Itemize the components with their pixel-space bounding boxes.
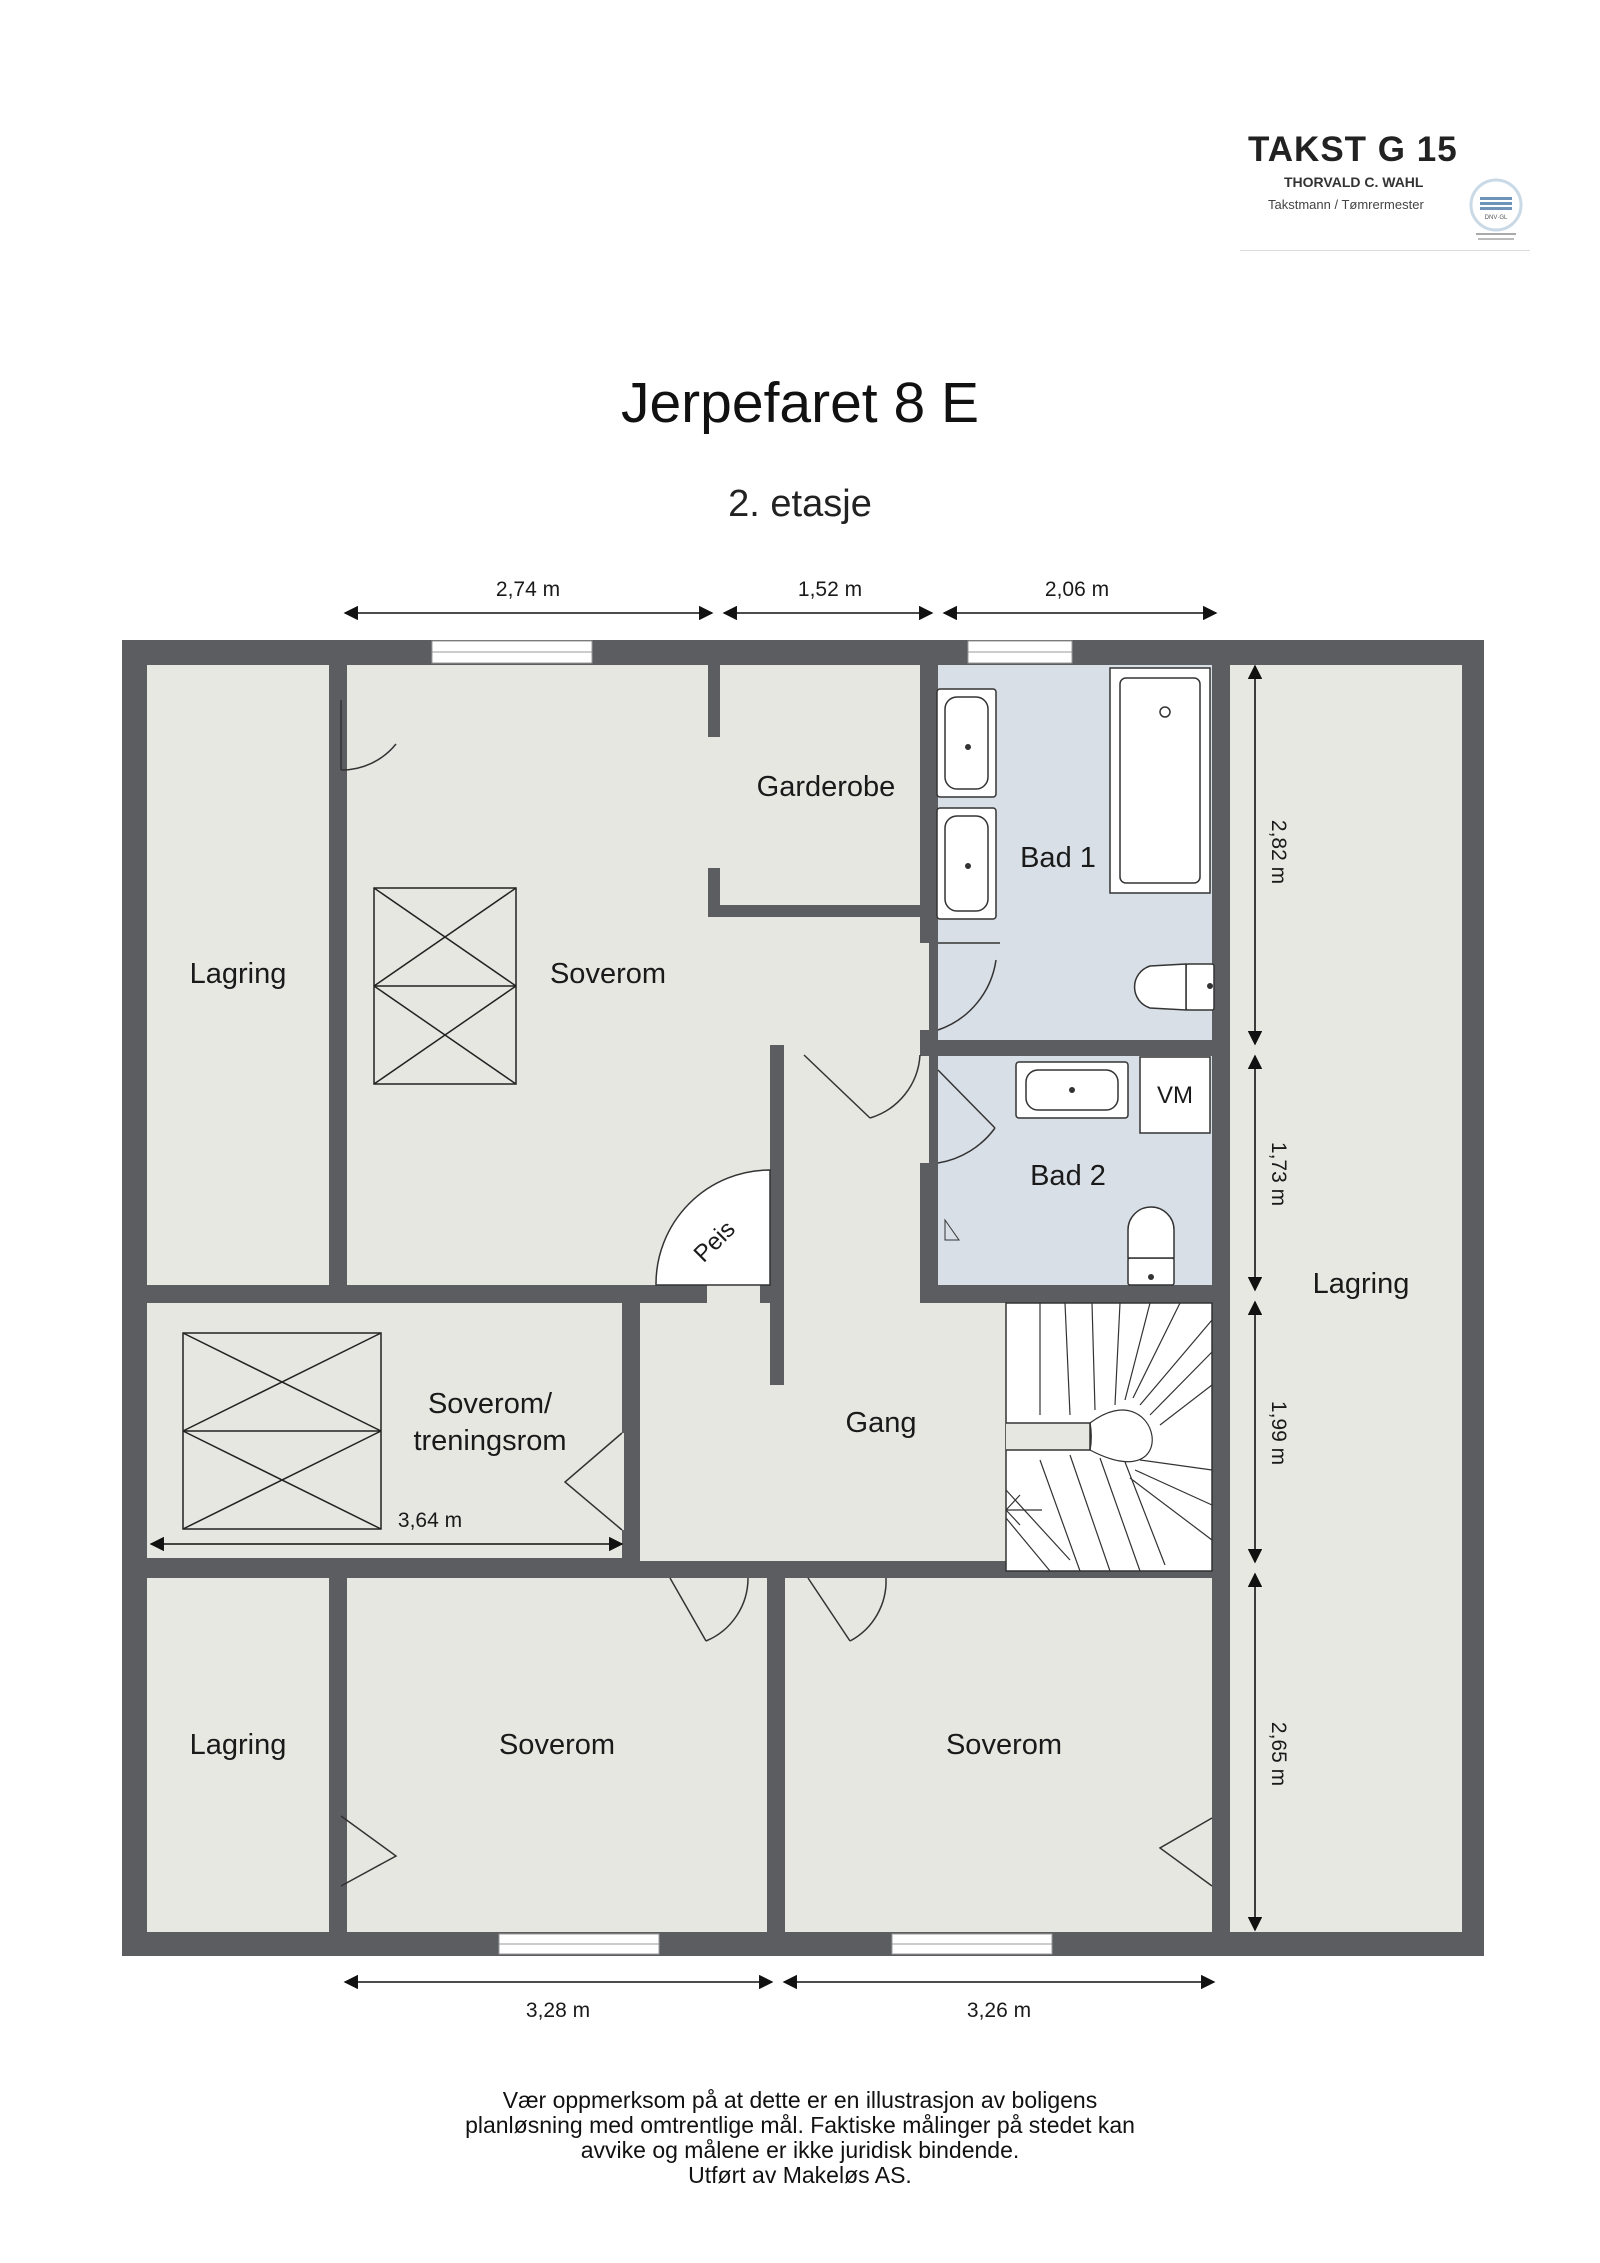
room-label-training-room-line2: treningsrom [413,1425,566,1457]
room-label-storage-right: Lagring [1313,1268,1410,1300]
storage-right-floor [1230,665,1462,1932]
bedroom-bottom-left-floor [347,1578,767,1932]
dimension-bottom-2: 3,26 m [967,1999,1031,2022]
dimension-right-3: 1,99 m [1267,1401,1290,1465]
room-label-hallway: Gang [846,1407,917,1439]
door-storage-bottom-left [340,1815,398,1887]
interior-walls [147,665,1230,1932]
washing-machine-icon [1139,1056,1211,1134]
storage-top-left-floor [147,665,329,1285]
room-label-bedroom-bottom-right: Soverom [946,1729,1062,1761]
door-storage-top-left [340,700,397,771]
disclaimer-line: avvike og målene er ikke juridisk binden… [580,2137,1020,2163]
dimension-bottom-1: 3,28 m [526,1999,590,2022]
door-bathroom-1 [937,942,1000,1031]
dimension-top-2: 1,52 m [798,578,862,601]
doors [340,700,1213,1887]
room-label-bathroom-1: Bad 1 [1020,842,1096,874]
dimension-top-1: 2,74 m [496,578,560,601]
room-label-bathroom-2: Bad 2 [1030,1160,1106,1192]
windows [431,640,1073,1955]
room-label-wardrobe: Garderobe [757,771,896,803]
wardrobe-floor [707,665,929,905]
door-bathroom-2 [937,1069,996,1164]
dimension-inner: 3,64 m [398,1509,462,1532]
room-label-bedroom-top: Soverom [550,958,666,990]
logo-name: THORVALD C. WAHL [1284,174,1424,190]
bedroom-top-floor [347,665,707,1285]
dimension-right-4: 2,65 m [1267,1722,1290,1786]
dimension-lines [149,605,1263,1990]
floor-drain-icon [944,1218,960,1241]
svg-text:DNV·GL: DNV·GL [1485,215,1508,221]
bathtub-basin-icon [1119,677,1201,884]
room-label-storage-bottom-left: Lagring [190,1729,287,1761]
floor-subtitle: 2. etasje [728,483,872,525]
certification-seal-icon: DNV·GL [1469,178,1523,240]
staircase [1005,1302,1213,1572]
logo-role: Takstmann / Tømrermester [1268,197,1424,212]
bathroom-fixtures [936,667,1215,1286]
room-label-training-room-line1: Soverom/ [428,1388,553,1420]
toilet-2-tank-icon [1127,1257,1175,1286]
company-logo: TAKST G 15 THORVALD C. WAHL Takstmann / … [1240,120,1530,251]
door-storage-right [1158,1817,1213,1887]
toilet-2-bowl-icon [1127,1206,1175,1259]
disclaimer-line: planløsning med omtrentlige mål. Faktisk… [465,2112,1135,2138]
fixture-details [965,706,1213,1280]
storage-bottom-left-floor [147,1578,329,1932]
door-bedroom-top [803,1054,921,1119]
door-training-room [563,1432,623,1531]
room-label-storage-top-left: Lagring [190,958,287,990]
washing-machine-label: VM [1157,1082,1193,1109]
dimension-right-1: 2,82 m [1267,820,1290,884]
page-title: Jerpefaret 8 E [620,371,980,435]
skylights [182,887,517,1530]
disclaimer: Vær oppmerksom på at dette er en illustr… [0,2088,1600,2188]
room-label-bedroom-bottom-left: Soverom [499,1729,615,1761]
disclaimer-line: Vær oppmerksom på at dette er en illustr… [502,2087,1098,2113]
door-bedroom-bottom-right [807,1577,887,1642]
logo-title: TAKST G 15 [1248,130,1458,169]
dimension-top-3: 2,06 m [1045,578,1109,601]
sink-bowl-icon [944,696,989,790]
dimension-right-2: 1,73 m [1267,1142,1290,1206]
fireplace-icon [655,1169,771,1286]
toilet-bowl-icon [1133,963,1187,1011]
door-bedroom-bottom-left [669,1577,749,1642]
disclaimer-line: Utført av Makeløs AS. [688,2162,912,2188]
